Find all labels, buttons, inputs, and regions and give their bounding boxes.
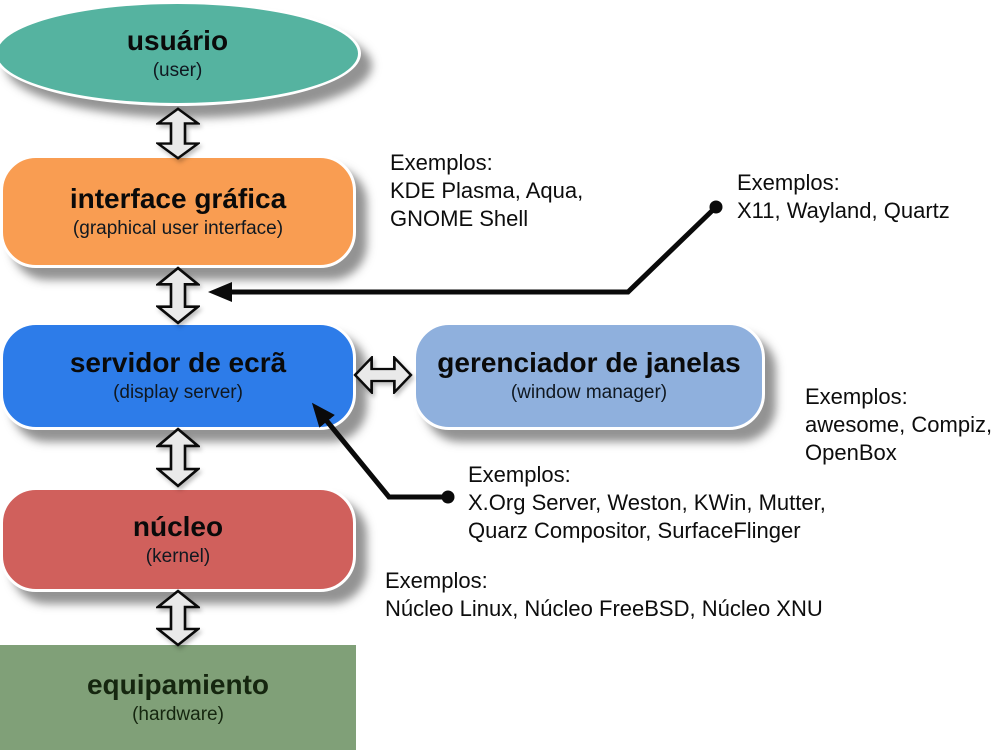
node-hardware: equipamiento (hardware) — [0, 645, 356, 750]
node-kernel-subtitle: (kernel) — [145, 545, 211, 567]
node-gui-subtitle: (graphical user interface) — [72, 217, 284, 239]
annotation-line: Exemplos: — [805, 384, 908, 409]
annotation-line: Núcleo Linux, Núcleo FreeBSD, Núcleo XNU — [385, 596, 823, 621]
annotation-window-manager-examples: Exemplos: awesome, Compiz, OpenBox — [805, 383, 992, 467]
node-window-manager-title: gerenciador de janelas — [437, 347, 741, 378]
annotation-display-protocol-examples: Exemplos: X11, Wayland, Quartz — [737, 169, 950, 225]
node-gui: interface gráfica (graphical user interf… — [0, 155, 356, 268]
node-display-server-subtitle: (display server) — [113, 382, 243, 403]
annotation-line: Exemplos: — [385, 568, 488, 593]
node-gui-title: interface gráfica — [69, 182, 287, 214]
node-user: usuário (user) — [0, 1, 361, 106]
annotation-gui-examples: Exemplos: KDE Plasma, Aqua, GNOME Shell — [390, 149, 583, 233]
annotation-line: GNOME Shell — [390, 206, 529, 231]
node-kernel: núcleo (kernel) — [0, 487, 356, 592]
annotation-line: KDE Plasma, Aqua, — [390, 178, 584, 203]
annotation-line: Quarz Compositor, SurfaceFlinger — [468, 518, 801, 543]
annotation-line: X.Org Server, Weston, KWin, Mutter, — [468, 490, 826, 515]
annotation-display-server-examples: Exemplos: X.Org Server, Weston, KWin, Mu… — [468, 461, 826, 545]
node-display-server: servidor de ecrã (display server) — [0, 322, 356, 430]
double-arrow-kernel-hardware-icon — [156, 589, 200, 647]
node-window-manager-subtitle: (window manager) — [510, 382, 668, 403]
node-hardware-title: equipamiento — [86, 668, 269, 700]
annotation-line: OpenBox — [805, 440, 897, 465]
annotation-line: Exemplos: — [390, 150, 493, 175]
annotation-line: Exemplos: — [737, 170, 840, 195]
double-arrow-display-kernel-icon — [156, 427, 200, 488]
annotation-kernel-examples: Exemplos: Núcleo Linux, Núcleo FreeBSD, … — [385, 567, 823, 623]
annotation-line: X11, Wayland, Quartz — [737, 198, 950, 223]
node-display-server-title: servidor de ecrã — [69, 347, 287, 378]
annotation-line: Exemplos: — [468, 462, 571, 487]
annotation-line: awesome, Compiz, — [805, 412, 993, 437]
node-user-title: usuário — [126, 24, 229, 56]
node-user-subtitle: (user) — [152, 59, 203, 81]
node-hardware-subtitle: (hardware) — [132, 703, 224, 725]
double-arrow-gui-display-icon — [156, 266, 200, 325]
double-arrow-display-wm-icon — [353, 356, 413, 394]
double-arrow-user-gui-icon — [156, 107, 200, 160]
node-window-manager: gerenciador de janelas (window manager) — [413, 322, 765, 430]
node-kernel-title: núcleo — [132, 510, 224, 542]
